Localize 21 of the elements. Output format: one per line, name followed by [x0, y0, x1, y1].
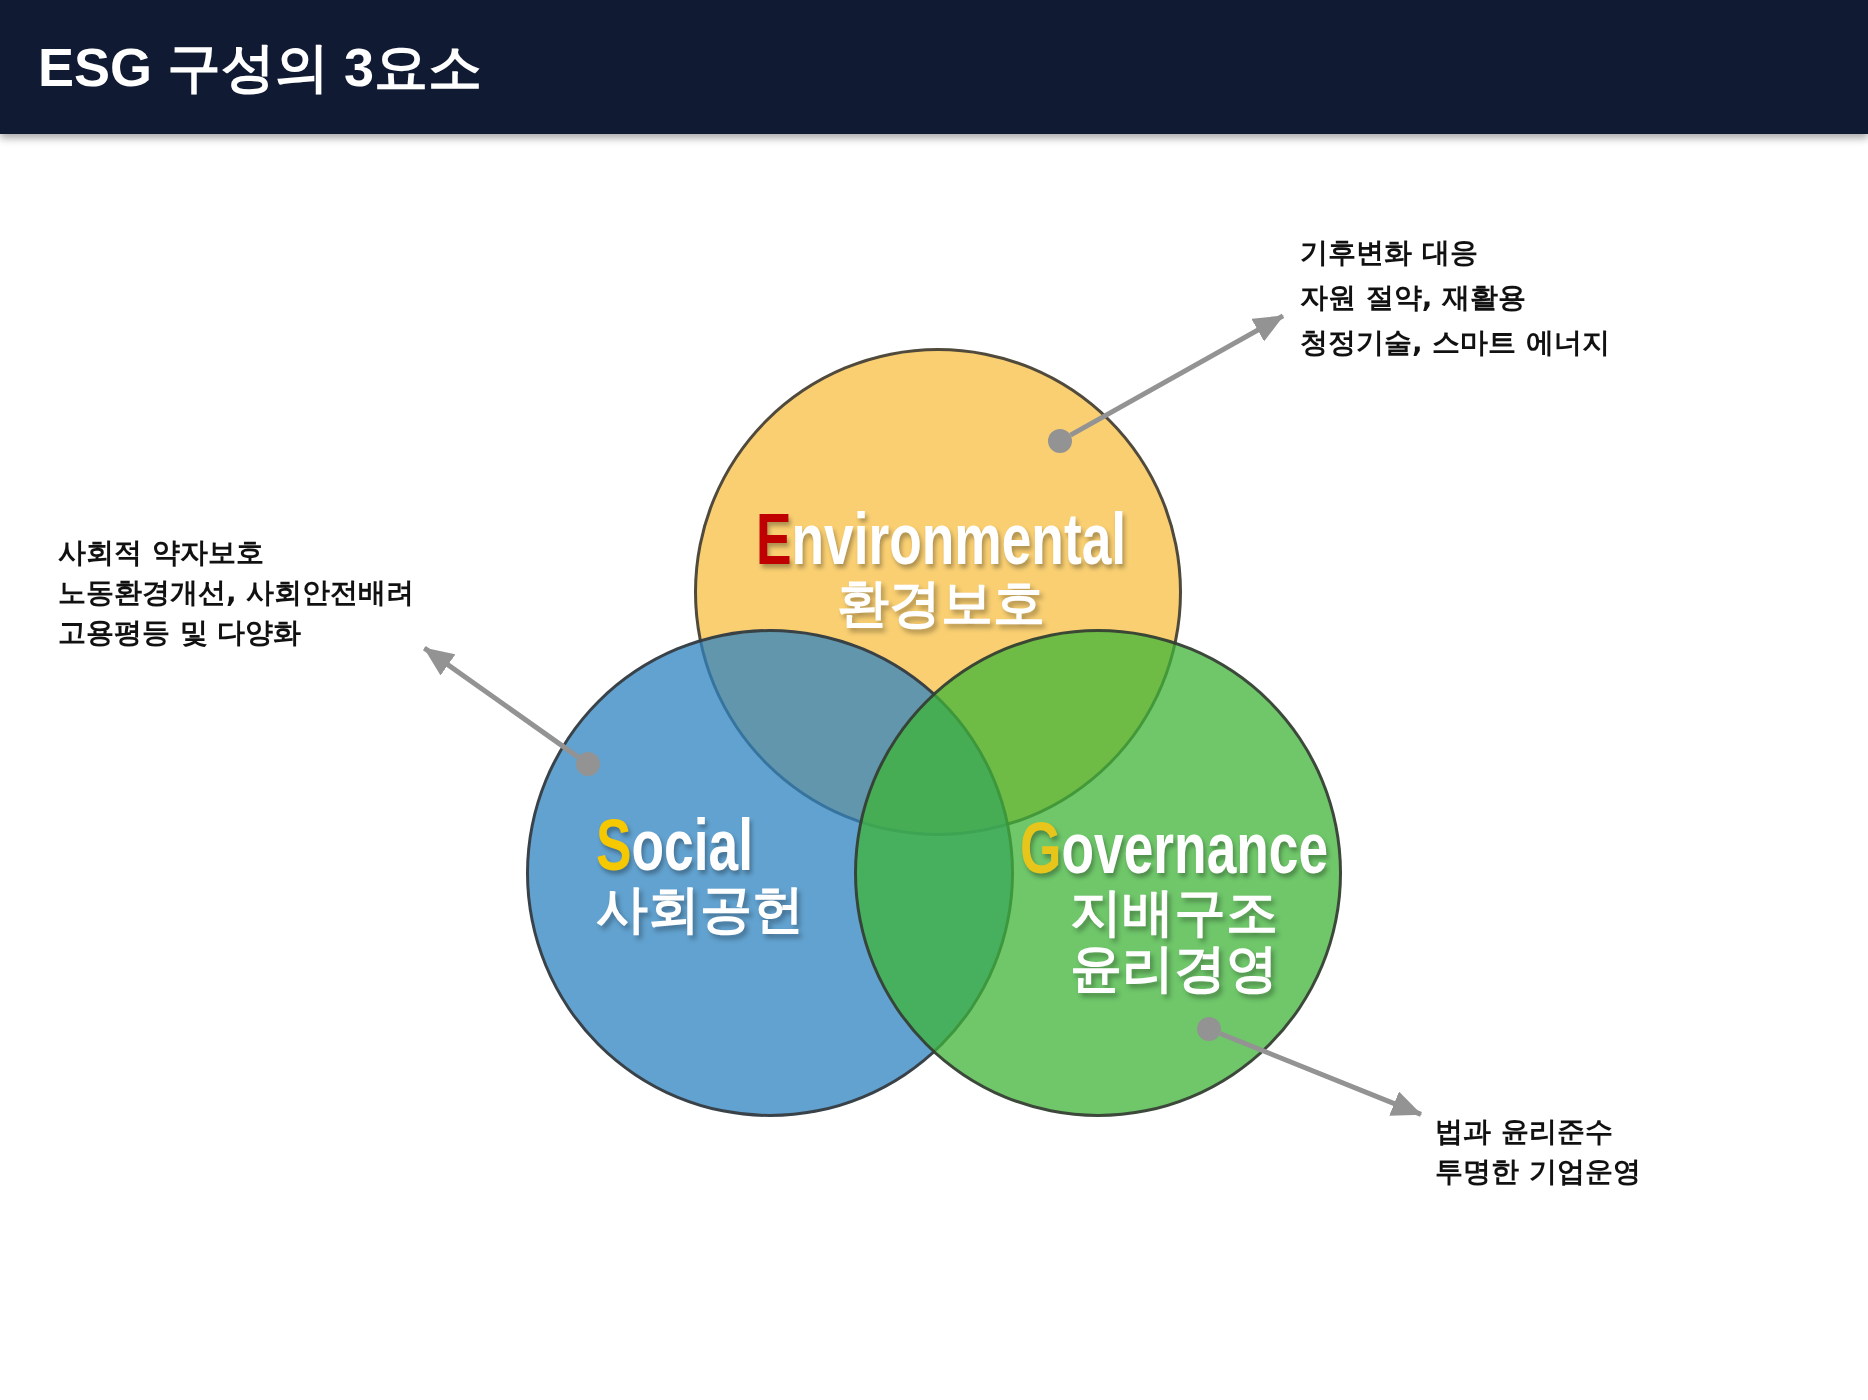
- note-text: 청정기술, 스마트 에너지: [1300, 325, 1611, 361]
- leader-arrow: [1069, 313, 1285, 438]
- note-text: 기후변화 대응: [1300, 235, 1478, 271]
- category-title: Governance: [1020, 812, 1328, 884]
- note-text: 투명한 기업운영: [1435, 1154, 1641, 1190]
- category-title: Environmental: [755, 503, 1127, 575]
- category-label: 지배구조 윤리경영: [1069, 884, 1279, 996]
- leader-arrow: [422, 646, 580, 760]
- leader-arrow: [1219, 1031, 1422, 1117]
- dot-icon: [1197, 1017, 1221, 1041]
- category-label: 사회공헌: [596, 881, 804, 937]
- dot-icon: [1048, 429, 1072, 453]
- note-text: 법과 윤리준수: [1435, 1114, 1613, 1150]
- note-text: 고용평등 및 다양화: [58, 615, 302, 651]
- note-text: 노동환경개선, 사회안전배려: [58, 575, 415, 611]
- category-title: Social: [596, 809, 753, 881]
- note-text: 사회적 약자보호: [58, 535, 264, 571]
- dot-icon: [576, 752, 600, 776]
- category-label: 환경보호: [837, 575, 1045, 631]
- note-text: 자원 절약, 재활용: [1300, 280, 1527, 316]
- page-title: ESG 구성의 3요소: [38, 36, 483, 99]
